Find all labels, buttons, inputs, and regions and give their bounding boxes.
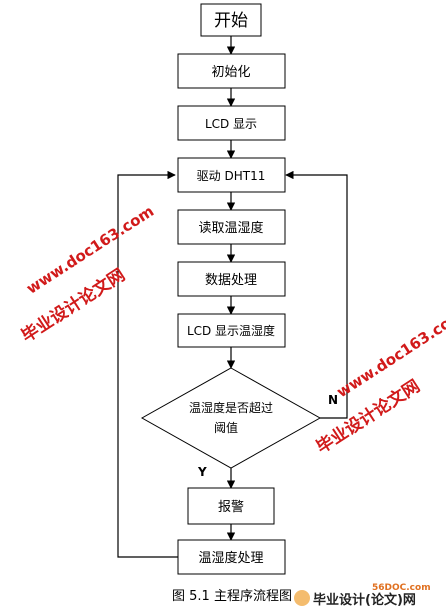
branch-no-label: N: [328, 393, 338, 407]
lcd-temp-label: LCD 显示温湿度: [187, 323, 275, 338]
watermark-right-url: www.doc163.com: [333, 306, 446, 402]
read-box: [177, 209, 286, 245]
drive-label: 驱动 DHT11: [197, 169, 266, 183]
node-decision: 温湿度是否超过 阈值: [140, 367, 322, 469]
alarm-box: [187, 487, 275, 525]
watermark-right-cn: 毕业设计论文网: [312, 375, 423, 457]
node-lcd-show: LCD 显示: [177, 105, 286, 141]
figure-caption: 图 5.1 主程序流程图: [172, 589, 292, 604]
node-process: 数据处理: [177, 261, 286, 297]
process-label: 数据处理: [205, 273, 257, 288]
init-box: [177, 53, 286, 89]
decision-label-line2: 阈值: [214, 420, 238, 435]
edge-handle-loop-back: [117, 170, 178, 558]
start-box: [200, 3, 262, 37]
node-start: 开始: [200, 3, 262, 37]
lcd-show-box: [177, 105, 286, 141]
edge-decision-no-loop: [285, 170, 348, 419]
node-alarm: 报警: [187, 487, 275, 525]
handle-box: [177, 539, 286, 575]
read-label: 读取温湿度: [198, 220, 263, 236]
lcd-show-label: LCD 显示: [205, 117, 257, 131]
watermark-left: 毕业设计论文网 www.doc163.com: [18, 202, 158, 347]
site-logo: 56DOC.com 毕业设计(论文)网: [294, 583, 431, 608]
decision-diamond: [140, 367, 322, 469]
logo-site-text: 56DOC.com: [372, 583, 431, 593]
handle-label: 温湿度处理: [198, 550, 263, 566]
drive-box: [177, 157, 286, 193]
edges: [117, 36, 348, 558]
branch-yes-label: Y: [197, 465, 207, 479]
start-label: 开始: [214, 11, 248, 31]
logo-cn-text: 毕业设计(论文)网: [313, 592, 416, 608]
init-label: 初始化: [211, 65, 250, 80]
node-lcd-temp: LCD 显示温湿度: [177, 313, 286, 348]
alarm-label: 报警: [218, 499, 244, 515]
lcd-temp-box: [177, 313, 286, 348]
logo-icon: [294, 590, 310, 606]
decision-label-line1: 温湿度是否超过: [189, 400, 273, 415]
watermark-right: 毕业设计论文网 www.doc163.com: [312, 306, 446, 458]
node-handle: 温湿度处理: [177, 539, 286, 575]
node-init: 初始化: [177, 53, 286, 89]
node-drive: 驱动 DHT11: [177, 157, 286, 193]
process-box: [177, 261, 286, 297]
node-read: 读取温湿度: [177, 209, 286, 245]
